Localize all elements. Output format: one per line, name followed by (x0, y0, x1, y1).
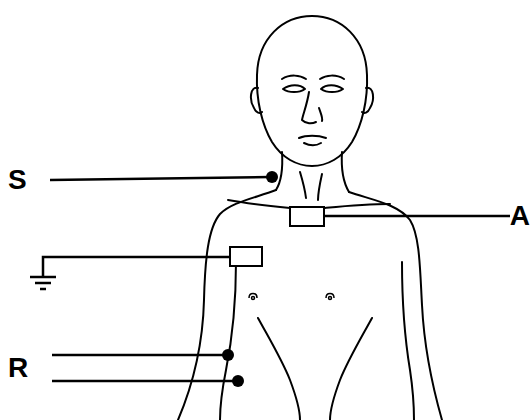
mouth (299, 136, 326, 138)
neck-line (318, 174, 322, 200)
eyebrow (320, 76, 344, 79)
ground-symbol (40, 288, 46, 291)
left-arm-outline (178, 190, 276, 420)
collarbone (324, 204, 390, 208)
eyebrow (282, 76, 306, 79)
lead-label: A (510, 202, 530, 230)
ground-wire (43, 257, 230, 277)
head-outline (257, 16, 367, 166)
nipple (252, 297, 255, 300)
eye (283, 85, 305, 92)
lead-wire (52, 354, 226, 357)
ground-symbol (30, 276, 56, 279)
ear (362, 88, 373, 113)
electrode-dot (232, 375, 244, 387)
electrode-dot (266, 171, 278, 183)
nose (302, 92, 316, 123)
lead-wire (324, 215, 510, 218)
neck-line (300, 172, 306, 198)
right-arm-outline (349, 192, 442, 420)
collarbone (228, 200, 290, 208)
lead-label: R (8, 354, 28, 382)
neck (342, 152, 349, 192)
torso-side (402, 262, 414, 420)
ear (251, 88, 262, 113)
electrode-pad (230, 247, 262, 266)
torso-side (220, 262, 236, 420)
ground-symbol (35, 282, 51, 285)
rib-line (258, 318, 300, 420)
lead-wire (52, 380, 236, 383)
nose (319, 108, 322, 121)
eye (321, 85, 343, 92)
electrode-pad (290, 207, 324, 226)
nipple (329, 297, 332, 300)
lead-label: S (8, 166, 27, 194)
lead-wire (50, 177, 270, 180)
neck (276, 152, 282, 190)
electrode-dot (222, 349, 234, 361)
rib-line (330, 318, 372, 420)
mouth (304, 143, 321, 145)
